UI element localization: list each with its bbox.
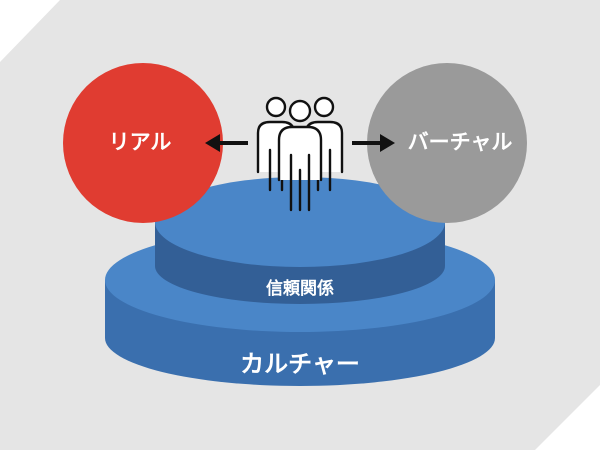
people-group-icon [256, 96, 344, 212]
virtual-circle [367, 63, 527, 223]
real-circle-label: リアル [109, 130, 172, 154]
arrow-left-icon [205, 134, 248, 152]
arrow-right-icon [352, 134, 395, 152]
lower-tier-label: カルチャー [240, 350, 360, 378]
upper-tier-top [155, 177, 445, 267]
upper-tier [155, 177, 445, 304]
real-circle [63, 63, 223, 223]
virtual-circle-label: バーチャル [408, 130, 513, 154]
upper-tier-label: 信頼関係 [266, 278, 334, 299]
